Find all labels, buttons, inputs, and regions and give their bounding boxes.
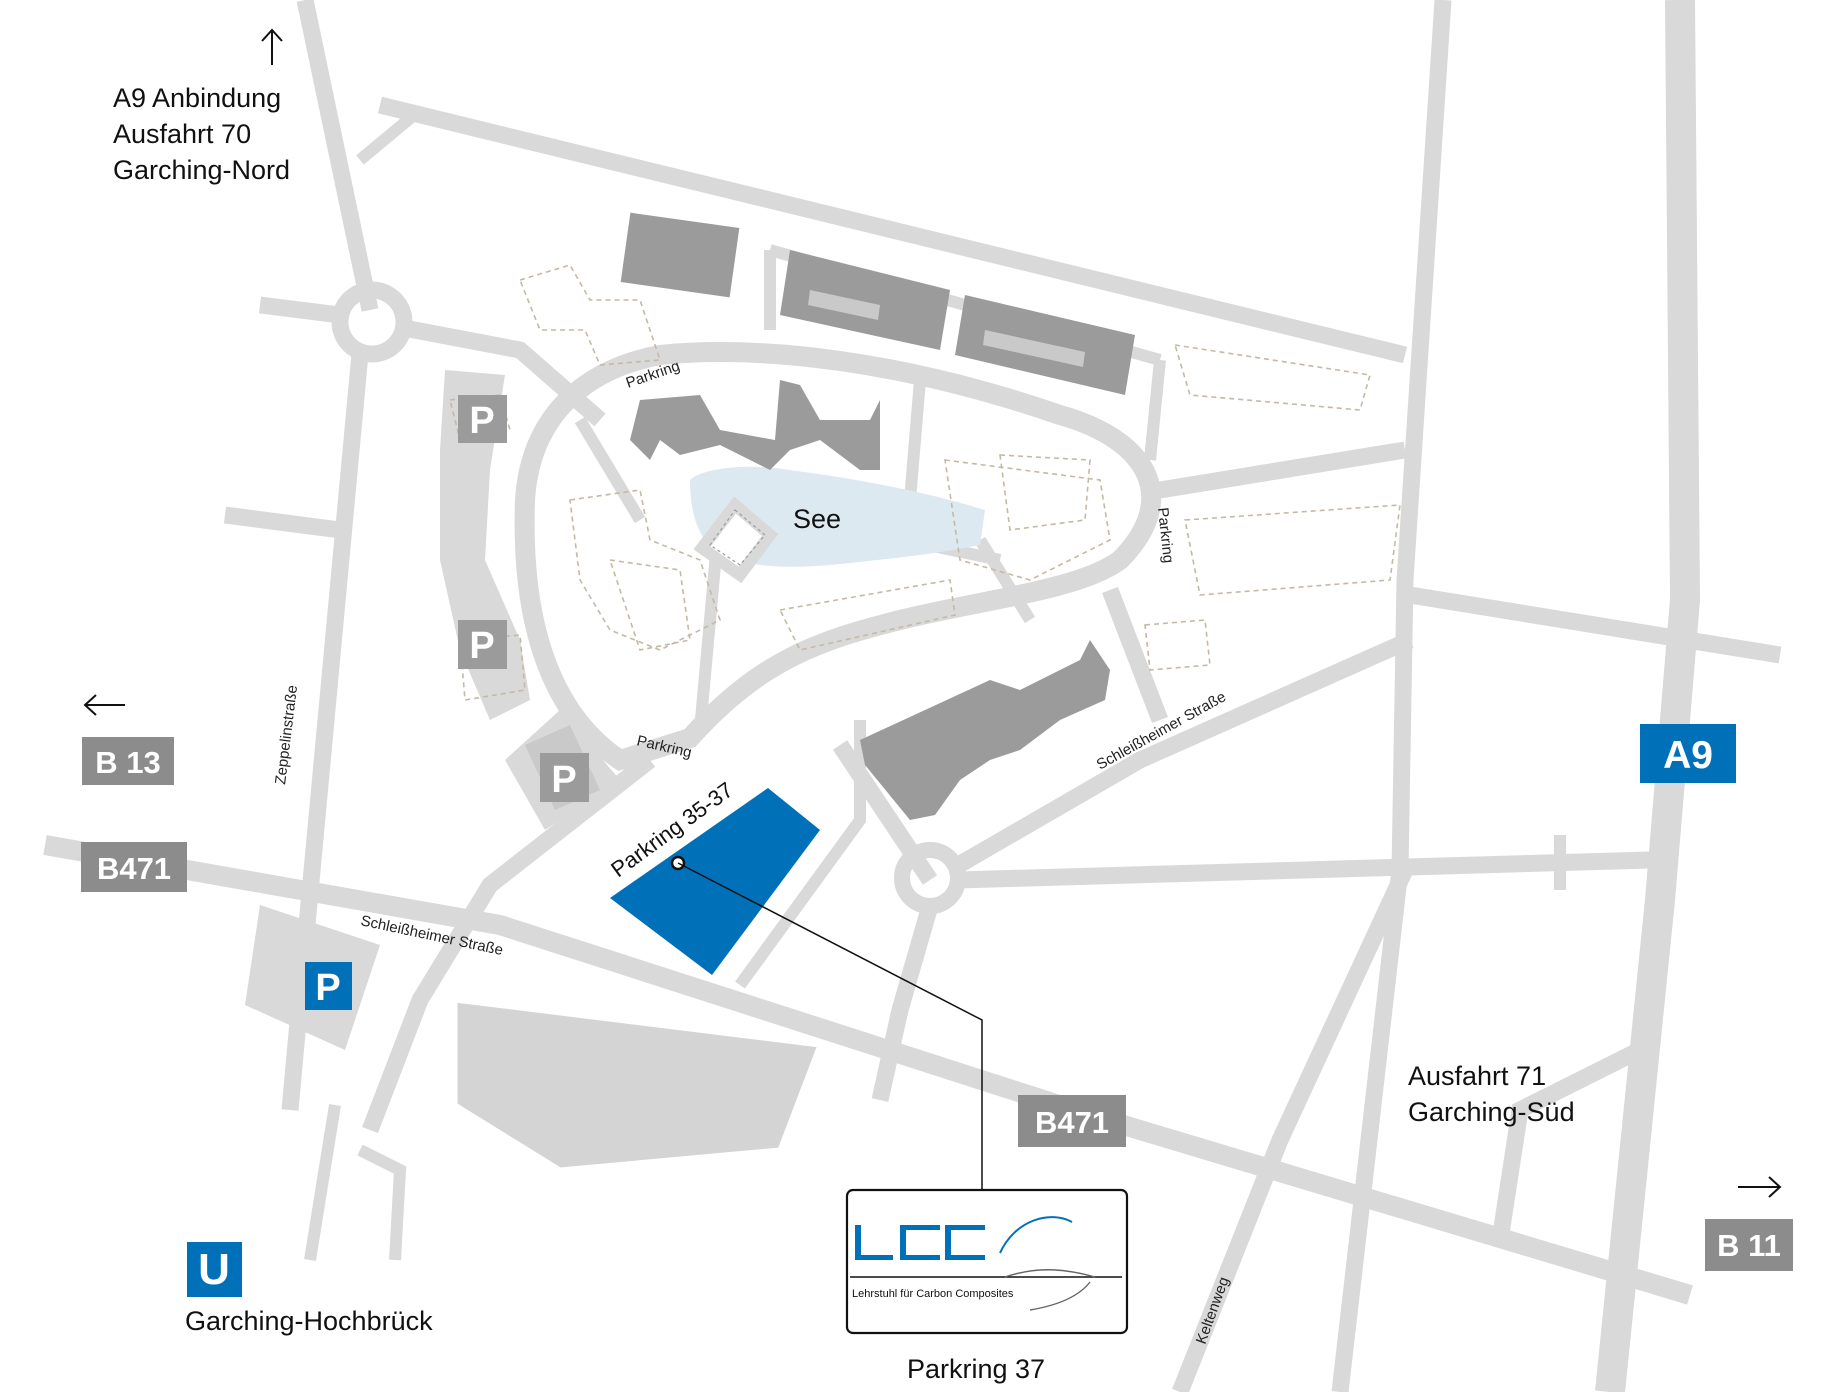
street-label-parkring-east: Parkring <box>1154 507 1177 564</box>
arrow-left-icon <box>83 694 125 716</box>
leader-line <box>677 862 983 1190</box>
svg-text:B471: B471 <box>97 851 171 886</box>
parking-badge-2: P <box>458 620 507 669</box>
building-north-left <box>780 250 950 350</box>
svg-text:A9: A9 <box>1663 734 1713 777</box>
label-south-exit-line1: Ausfahrt 71 <box>1408 1061 1546 1091</box>
svg-text:B471: B471 <box>1035 1105 1109 1140</box>
badge-b471-west: B471 <box>81 842 187 892</box>
lcc-logo-icon <box>855 1225 985 1260</box>
svg-text:P: P <box>315 967 340 1009</box>
logo-box: Lehrstuhl für Carbon Composites <box>845 1188 1129 1335</box>
badge-b11: B 11 <box>1705 1219 1793 1271</box>
label-subway-station: Garching-Hochbrück <box>185 1306 433 1336</box>
svg-text:P: P <box>551 759 576 801</box>
arrow-right-icon <box>1738 1176 1782 1198</box>
parking-badge-1: P <box>458 395 507 443</box>
pavilion <box>693 496 779 584</box>
label-north-line1: A9 Anbindung <box>113 83 281 113</box>
badge-b471-south: B471 <box>1018 1095 1126 1147</box>
badge-b13: B 13 <box>82 737 174 785</box>
parking-badge-3: P <box>540 753 589 802</box>
parking-badge-blue: P <box>305 962 352 1010</box>
label-lake: See <box>793 504 841 534</box>
svg-text:P: P <box>469 625 494 667</box>
building-parkring-north <box>630 380 880 470</box>
building-east-wing <box>860 640 1110 820</box>
label-address: Parkring 37 <box>907 1354 1045 1384</box>
subway-icon: U <box>187 1242 242 1297</box>
badge-a9: A9 <box>1640 724 1736 783</box>
label-north-line3: Garching-Nord <box>113 155 290 185</box>
parking-area-large <box>452 997 824 1173</box>
label-south-exit-line2: Garching-Süd <box>1408 1097 1575 1127</box>
svg-text:B 13: B 13 <box>95 745 160 780</box>
street-label-keltenweg: Keltenweg <box>1193 1275 1233 1347</box>
logo-subtitle: Lehrstuhl für Carbon Composites <box>852 1288 1014 1300</box>
building-north-block <box>620 212 740 298</box>
road-network <box>43 0 1782 1392</box>
street-label-zeppelin: Zeppelinstraße <box>272 684 301 785</box>
label-north-line2: Ausfahrt 70 <box>113 119 251 149</box>
svg-text:P: P <box>469 400 494 442</box>
arrow-up-icon <box>261 28 283 65</box>
svg-text:B 11: B 11 <box>1717 1228 1781 1263</box>
svg-text:U: U <box>198 1245 230 1294</box>
